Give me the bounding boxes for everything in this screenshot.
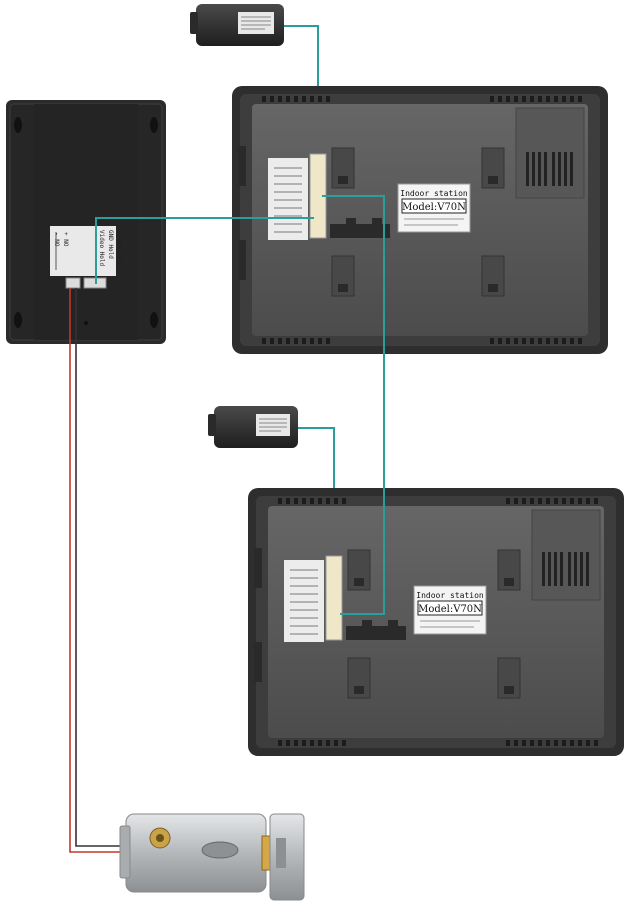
power-adapter-icon bbox=[208, 406, 298, 448]
lock-logo-badge bbox=[201, 841, 239, 859]
model-label-line2: Model:V70N bbox=[418, 604, 482, 615]
vent-slots-bottom bbox=[262, 338, 582, 344]
mount-hook bbox=[497, 657, 521, 699]
mount-hook bbox=[481, 255, 505, 297]
mount-hook bbox=[331, 255, 355, 297]
model-label-line1: Indoor station bbox=[416, 591, 484, 600]
model-label-line2: Model:V70N bbox=[402, 202, 466, 213]
electric-lock-icon bbox=[119, 813, 305, 901]
model-label-line1: Indoor station bbox=[400, 189, 468, 198]
mount-hook bbox=[347, 549, 371, 591]
mount-hook bbox=[481, 147, 505, 189]
signal-cable-outdoor-to-monitor bbox=[95, 217, 314, 284]
vent-slots-top bbox=[262, 96, 582, 102]
terminal-block bbox=[325, 555, 343, 641]
power-adapter-icon bbox=[190, 4, 284, 46]
mount-hook bbox=[347, 657, 371, 699]
speaker-grill bbox=[526, 152, 573, 186]
vent-slots-top bbox=[278, 498, 598, 504]
terminal-label-video: Video Hold bbox=[98, 230, 105, 267]
indoor-monitor-bottom: Indoor station Model:V70N bbox=[248, 488, 624, 756]
speaker-grill bbox=[542, 552, 589, 586]
mount-hook bbox=[497, 549, 521, 591]
vent-slots-bottom bbox=[278, 740, 598, 746]
lock-label-plus: + NO bbox=[62, 232, 69, 247]
mount-hole bbox=[14, 312, 22, 328]
mount-hole bbox=[150, 117, 158, 133]
terminal-label-power: Power Hold bbox=[116, 230, 123, 267]
lock-wire-dark bbox=[75, 288, 132, 847]
terminal-label-gnd: GND Hold bbox=[107, 230, 114, 259]
lock-connector bbox=[65, 277, 81, 289]
terminal-sticker bbox=[268, 158, 308, 240]
indoor-monitor-top: Indoor station Model:V70N bbox=[232, 86, 608, 354]
mount-hole bbox=[150, 312, 158, 328]
mount-hole bbox=[14, 117, 22, 133]
mount-hook bbox=[331, 147, 355, 189]
signal-cable-monitor-to-monitor bbox=[322, 195, 385, 615]
outdoor-unit: Power Hold GND Hold Video Hold + NO - NO bbox=[6, 100, 166, 344]
terminal-sticker bbox=[50, 226, 116, 276]
terminal-sticker bbox=[284, 560, 324, 642]
lock-strike-plate bbox=[269, 813, 305, 901]
lock-wire-red bbox=[69, 288, 132, 853]
